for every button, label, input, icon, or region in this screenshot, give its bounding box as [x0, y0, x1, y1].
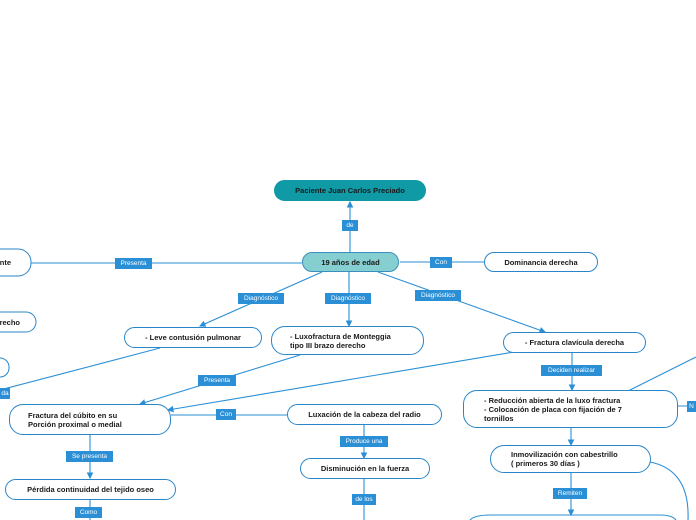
link-inmovilizacion-curve — [649, 461, 689, 520]
label-con-2: Con — [216, 409, 236, 420]
link-age-clavicula — [377, 271, 547, 334]
node-dominance[interactable]: Dominancia derecha — [484, 252, 598, 272]
label-de: de — [342, 220, 358, 231]
link-reduccion-right — [627, 356, 696, 392]
partial-bottom-node — [469, 514, 677, 520]
label-con: Con — [430, 257, 452, 268]
label-diagnostico-1: Diagnóstico — [238, 293, 284, 304]
node-fuerza[interactable]: Disminución en la fuerza — [300, 458, 430, 479]
node-left-cut-2[interactable]: recho — [0, 317, 20, 327]
label-diagnostico-2: Diagnóstico — [325, 293, 371, 304]
node-reduccion[interactable]: - Reducción abierta de la luxo fractura … — [463, 390, 678, 428]
node-monteggia[interactable]: - Luxofractura de Monteggia tipo III bra… — [271, 326, 424, 355]
node-left-cut-1[interactable]: nte — [0, 258, 11, 267]
node-clavicula[interactable]: - Fractura clavícula derecha — [503, 332, 646, 353]
node-inmovilizacion[interactable]: Inmovilización con cabestrillo ( primero… — [490, 445, 651, 473]
label-deciden: Deciden realizar — [541, 365, 602, 376]
label-produce: Produce una — [340, 436, 388, 447]
node-left-cut-2-shape — [0, 311, 37, 333]
label-left-cut: da — [0, 388, 10, 399]
node-cubito[interactable]: Fractura del cúbito en su Porción proxim… — [9, 404, 171, 435]
node-left-cut-1-shape — [0, 248, 32, 277]
label-se-presenta: Se presenta — [66, 451, 113, 462]
node-left-cut-3-shape — [0, 357, 10, 378]
label-de-los: de los — [352, 494, 376, 505]
node-age[interactable]: 19 años de edad — [302, 252, 399, 272]
label-remiten: Remiten — [553, 488, 587, 499]
node-luxacion[interactable]: Luxación de la cabeza del radio — [287, 404, 442, 425]
node-perdida[interactable]: Pérdida continuidad del tejido oseo — [5, 479, 176, 500]
label-presenta-left: Presenta — [115, 258, 152, 269]
link-clavicula-cubito — [166, 351, 515, 413]
label-presenta-mid: Presenta — [198, 375, 236, 386]
label-right-cut: N — [687, 401, 696, 412]
node-root-patient[interactable]: Paciente Juan Carlos Preciado — [274, 180, 426, 201]
link-contusion-left — [0, 347, 161, 391]
label-diagnostico-3: Diagnóstico — [415, 290, 461, 301]
node-contusion[interactable]: - Leve contusión pulmonar — [124, 327, 262, 348]
label-como: Como — [75, 507, 102, 518]
